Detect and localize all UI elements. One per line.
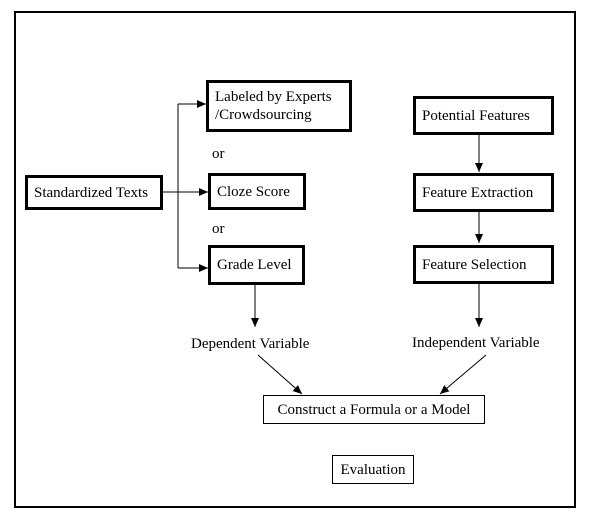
- cloze-score-label: Cloze Score: [217, 183, 290, 200]
- potential-features-label: Potential Features: [422, 107, 530, 124]
- grade-level-label: Grade Level: [217, 257, 292, 273]
- feature-selection-label: Feature Selection: [422, 256, 527, 273]
- independent-variable-label: Independent Variable: [412, 335, 540, 351]
- construct-formula-box: Construct a Formula or a Model: [263, 395, 485, 424]
- evaluation-box: Evaluation: [332, 455, 414, 484]
- dependent-variable-label: Dependent Variable: [191, 336, 310, 352]
- cloze-score-box: Cloze Score: [208, 173, 306, 210]
- potential-features-box: Potential Features: [413, 96, 554, 135]
- feature-selection-box: Feature Selection: [413, 245, 554, 284]
- grade-level-box: Grade Level: [208, 245, 305, 285]
- standardized-texts-label: Standardized Texts: [34, 184, 149, 201]
- labeled-by-experts-line1: Labeled by Experts: [215, 89, 332, 105]
- labeled-by-experts-line2: /Crowdsourcing: [215, 107, 312, 123]
- labeled-by-experts-text: Labeled by Experts /Crowdsourcing: [215, 88, 332, 124]
- standardized-texts-box: Standardized Texts: [25, 175, 163, 210]
- or-label-2: or: [212, 221, 225, 237]
- or-label-1: or: [212, 146, 225, 162]
- feature-extraction-label: Feature Extraction: [422, 184, 534, 201]
- arrow-dependent-to-construct: [257, 354, 303, 395]
- labeled-by-experts-box: Labeled by Experts /Crowdsourcing: [206, 80, 352, 132]
- diagram-frame: [14, 11, 576, 508]
- evaluation-label: Evaluation: [340, 461, 406, 478]
- arrow-independent-to-construct: [439, 354, 487, 395]
- construct-formula-label: Construct a Formula or a Model: [277, 401, 471, 418]
- feature-extraction-box: Feature Extraction: [413, 173, 554, 212]
